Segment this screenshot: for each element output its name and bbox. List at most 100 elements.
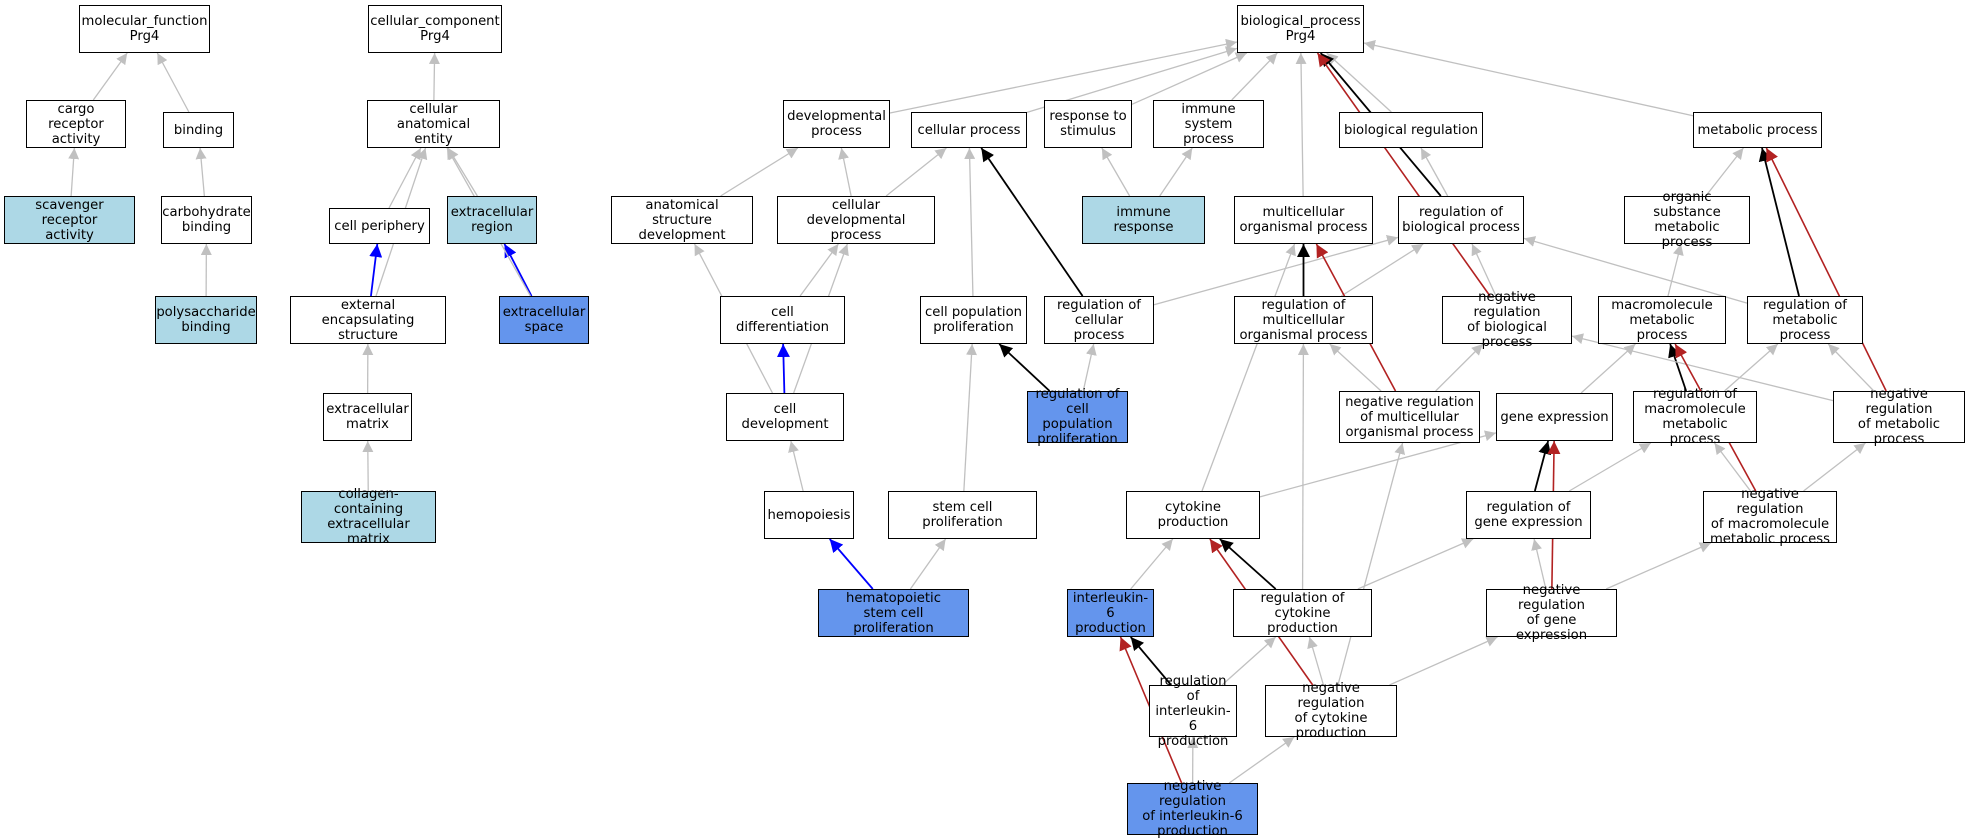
go-term-anatdev[interactable]: anatomical structure development xyxy=(611,196,753,244)
go-term-negregmacro[interactable]: negative regulation of macromolecule met… xyxy=(1703,487,1837,547)
edge-celldiff-to-celldevproc xyxy=(799,243,839,297)
go-term-scav[interactable]: scavenger receptor activity xyxy=(4,196,135,244)
go-term-regmet[interactable]: regulation of metabolic process xyxy=(1747,296,1863,344)
go-term-exspace[interactable]: extracellular space xyxy=(499,296,589,344)
edge-negreggene-to-negregmacro xyxy=(1605,542,1712,590)
edge-regil6-to-regcyto xyxy=(1221,636,1277,686)
edge-stemprol-to-cellpopprol xyxy=(963,343,978,492)
edge-regmulti-to-regbio xyxy=(1340,243,1424,297)
go-term-cae[interactable]: cellular anatomical entity xyxy=(367,100,500,148)
go-term-binding[interactable]: binding xyxy=(163,112,234,148)
go-term-stemprol[interactable]: stem cell proliferation xyxy=(888,491,1037,539)
edge-regmet-to-regbio xyxy=(1523,236,1748,304)
edge-il6prod-to-cytoprod xyxy=(1130,538,1174,590)
edge-celldevproc-to-cellproc xyxy=(885,147,947,197)
edge-immresp-to-immsys xyxy=(1159,147,1193,197)
go-term-metproc[interactable]: metabolic process xyxy=(1693,112,1822,148)
go-term-immsys[interactable]: immune system process xyxy=(1153,100,1264,148)
edge-regcellproc-to-cellproc xyxy=(980,147,1084,297)
edge-binding-to-mf xyxy=(156,52,190,113)
go-term-regcyto[interactable]: regulation of cytokine production xyxy=(1233,589,1372,637)
go-term-negreggene[interactable]: negative regulation of gene expression xyxy=(1486,583,1617,643)
go-term-hemopoiesis[interactable]: hemopoiesis xyxy=(764,491,854,539)
go-term-regmulti[interactable]: regulation of multicellular organismal p… xyxy=(1234,296,1373,344)
edge-exspace-to-exreg xyxy=(503,243,533,297)
go-term-cperiph[interactable]: cell periphery xyxy=(329,208,430,244)
edge-negregmulti-to-negregbio xyxy=(1435,343,1484,392)
edge-metproc-to-bp xyxy=(1363,40,1694,117)
go-term-exreg[interactable]: extracellular region xyxy=(447,196,537,244)
go-term-colecm[interactable]: collagen-containing extracellular matrix xyxy=(301,487,436,547)
go-term-cargo[interactable]: cargo receptor activity xyxy=(26,100,126,148)
go-term-ecm[interactable]: extracellular matrix xyxy=(323,393,412,441)
edge-celldevproc-to-devproc xyxy=(838,147,852,197)
go-term-cc[interactable]: cellular_component Prg4 xyxy=(368,5,502,53)
edge-regcellpop-to-cellpopprol xyxy=(998,343,1051,392)
go-term-bp[interactable]: biological_process Prg4 xyxy=(1237,5,1364,53)
edge-hemstem-to-hemopoiesis xyxy=(829,538,874,590)
go-term-polysac[interactable]: polysaccharide binding xyxy=(155,296,257,344)
edge-regmacro-to-regmet xyxy=(1724,343,1779,392)
edge-negregbio-to-bp xyxy=(1316,52,1491,297)
edge-regmacro-to-macromet xyxy=(1668,343,1688,392)
edge-negregmacro-to-negregmet xyxy=(1803,442,1866,492)
go-term-devproc[interactable]: developmental process xyxy=(783,100,890,148)
edge-regcellpop-to-regcellproc xyxy=(1082,343,1097,392)
edge-cytoprod-to-geneexp xyxy=(1259,430,1497,498)
go-term-macromet[interactable]: macromolecule metabolic process xyxy=(1598,296,1726,344)
edge-colecm-to-ecm xyxy=(362,440,374,492)
edge-orgsub-to-metproc xyxy=(1705,147,1744,197)
go-term-cellproc[interactable]: cellular process xyxy=(911,112,1027,148)
go-term-regbio[interactable]: regulation of biological process xyxy=(1398,196,1524,244)
go-term-regcellproc[interactable]: regulation of cellular process xyxy=(1044,296,1154,344)
go-term-extenc[interactable]: external encapsulating structure xyxy=(290,296,446,344)
edge-regbio-to-bioreg xyxy=(1420,147,1449,197)
go-term-negregil6[interactable]: negative regulation of interleukin-6 pro… xyxy=(1127,779,1258,839)
go-term-regmacro[interactable]: regulation of macromolecule metabolic pr… xyxy=(1633,387,1757,447)
go-term-reggene[interactable]: regulation of gene expression xyxy=(1466,491,1591,539)
go-term-negregcyto[interactable]: negative regulation of cytokine producti… xyxy=(1265,681,1397,741)
edge-regcyto-to-cytoprod xyxy=(1219,538,1277,590)
edge-negregmet-to-regmet xyxy=(1827,343,1875,392)
edge-extenc-to-cperiph xyxy=(369,243,383,297)
edge-negregcyto-to-regcyto xyxy=(1307,636,1325,686)
edge-reggene-to-regmacro xyxy=(1568,442,1652,492)
edge-cytoprod-to-multiorg xyxy=(1201,243,1296,492)
go-term-multiorg[interactable]: multicellular organismal process xyxy=(1234,196,1373,244)
go-term-respstim[interactable]: response to stimulus xyxy=(1044,100,1132,148)
edge-reggene-to-geneexp xyxy=(1533,440,1552,492)
go-term-hemstem[interactable]: hematopoietic stem cell proliferation xyxy=(818,589,969,637)
go-term-carb[interactable]: carbohydrate binding xyxy=(161,196,252,244)
edge-carb-to-binding xyxy=(195,147,207,197)
edge-anatdev-to-devproc xyxy=(720,147,799,197)
edge-hemopoiesis-to-celldev xyxy=(788,440,804,492)
edge-exreg-to-cae xyxy=(447,147,478,197)
go-term-negregmulti[interactable]: negative regulation of multicellular org… xyxy=(1339,391,1480,443)
edge-cargo-to-mf xyxy=(92,52,128,101)
edge-negregcyto-to-negreggene xyxy=(1389,636,1498,686)
edge-regcellproc-to-regbio xyxy=(1153,235,1399,306)
go-term-celldevproc[interactable]: cellular developmental process xyxy=(777,196,935,244)
edge-negregcyto-to-negregmulti xyxy=(1337,442,1406,686)
go-term-cytoprod[interactable]: cytokine production xyxy=(1126,491,1260,539)
edge-respstim-to-bp xyxy=(1131,52,1248,105)
go-term-negregmet[interactable]: negative regulation of metabolic process xyxy=(1833,387,1965,447)
go-term-bioreg[interactable]: biological regulation xyxy=(1339,112,1483,148)
go-term-regcellpop[interactable]: regulation of cell population proliferat… xyxy=(1027,387,1128,447)
edge-negregbio-to-regbio xyxy=(1471,243,1497,297)
go-term-celldev[interactable]: cell development xyxy=(726,393,844,441)
go-term-immresp[interactable]: immune response xyxy=(1082,196,1205,244)
edge-negregil6-to-negregcyto xyxy=(1228,736,1295,784)
go-term-regil6[interactable]: regulation of interleukin-6 production xyxy=(1149,674,1237,749)
go-term-celldiff[interactable]: cell differentiation xyxy=(720,296,845,344)
go-term-il6prod[interactable]: interleukin-6 production xyxy=(1067,589,1154,637)
go-term-mf[interactable]: molecular_function Prg4 xyxy=(79,5,210,53)
edge-cellpopprol-to-cellproc xyxy=(964,147,976,297)
go-term-negregbio[interactable]: negative regulation of biological proces… xyxy=(1442,290,1572,350)
go-term-cellpopprol[interactable]: cell population proliferation xyxy=(920,296,1027,344)
go-term-orgsub[interactable]: organic substance metabolic process xyxy=(1624,190,1750,250)
go-term-geneexp[interactable]: gene expression xyxy=(1496,393,1613,441)
edge-regcyto-to-reggene xyxy=(1357,538,1474,590)
edge-macromet-to-orgsub xyxy=(1667,243,1684,297)
